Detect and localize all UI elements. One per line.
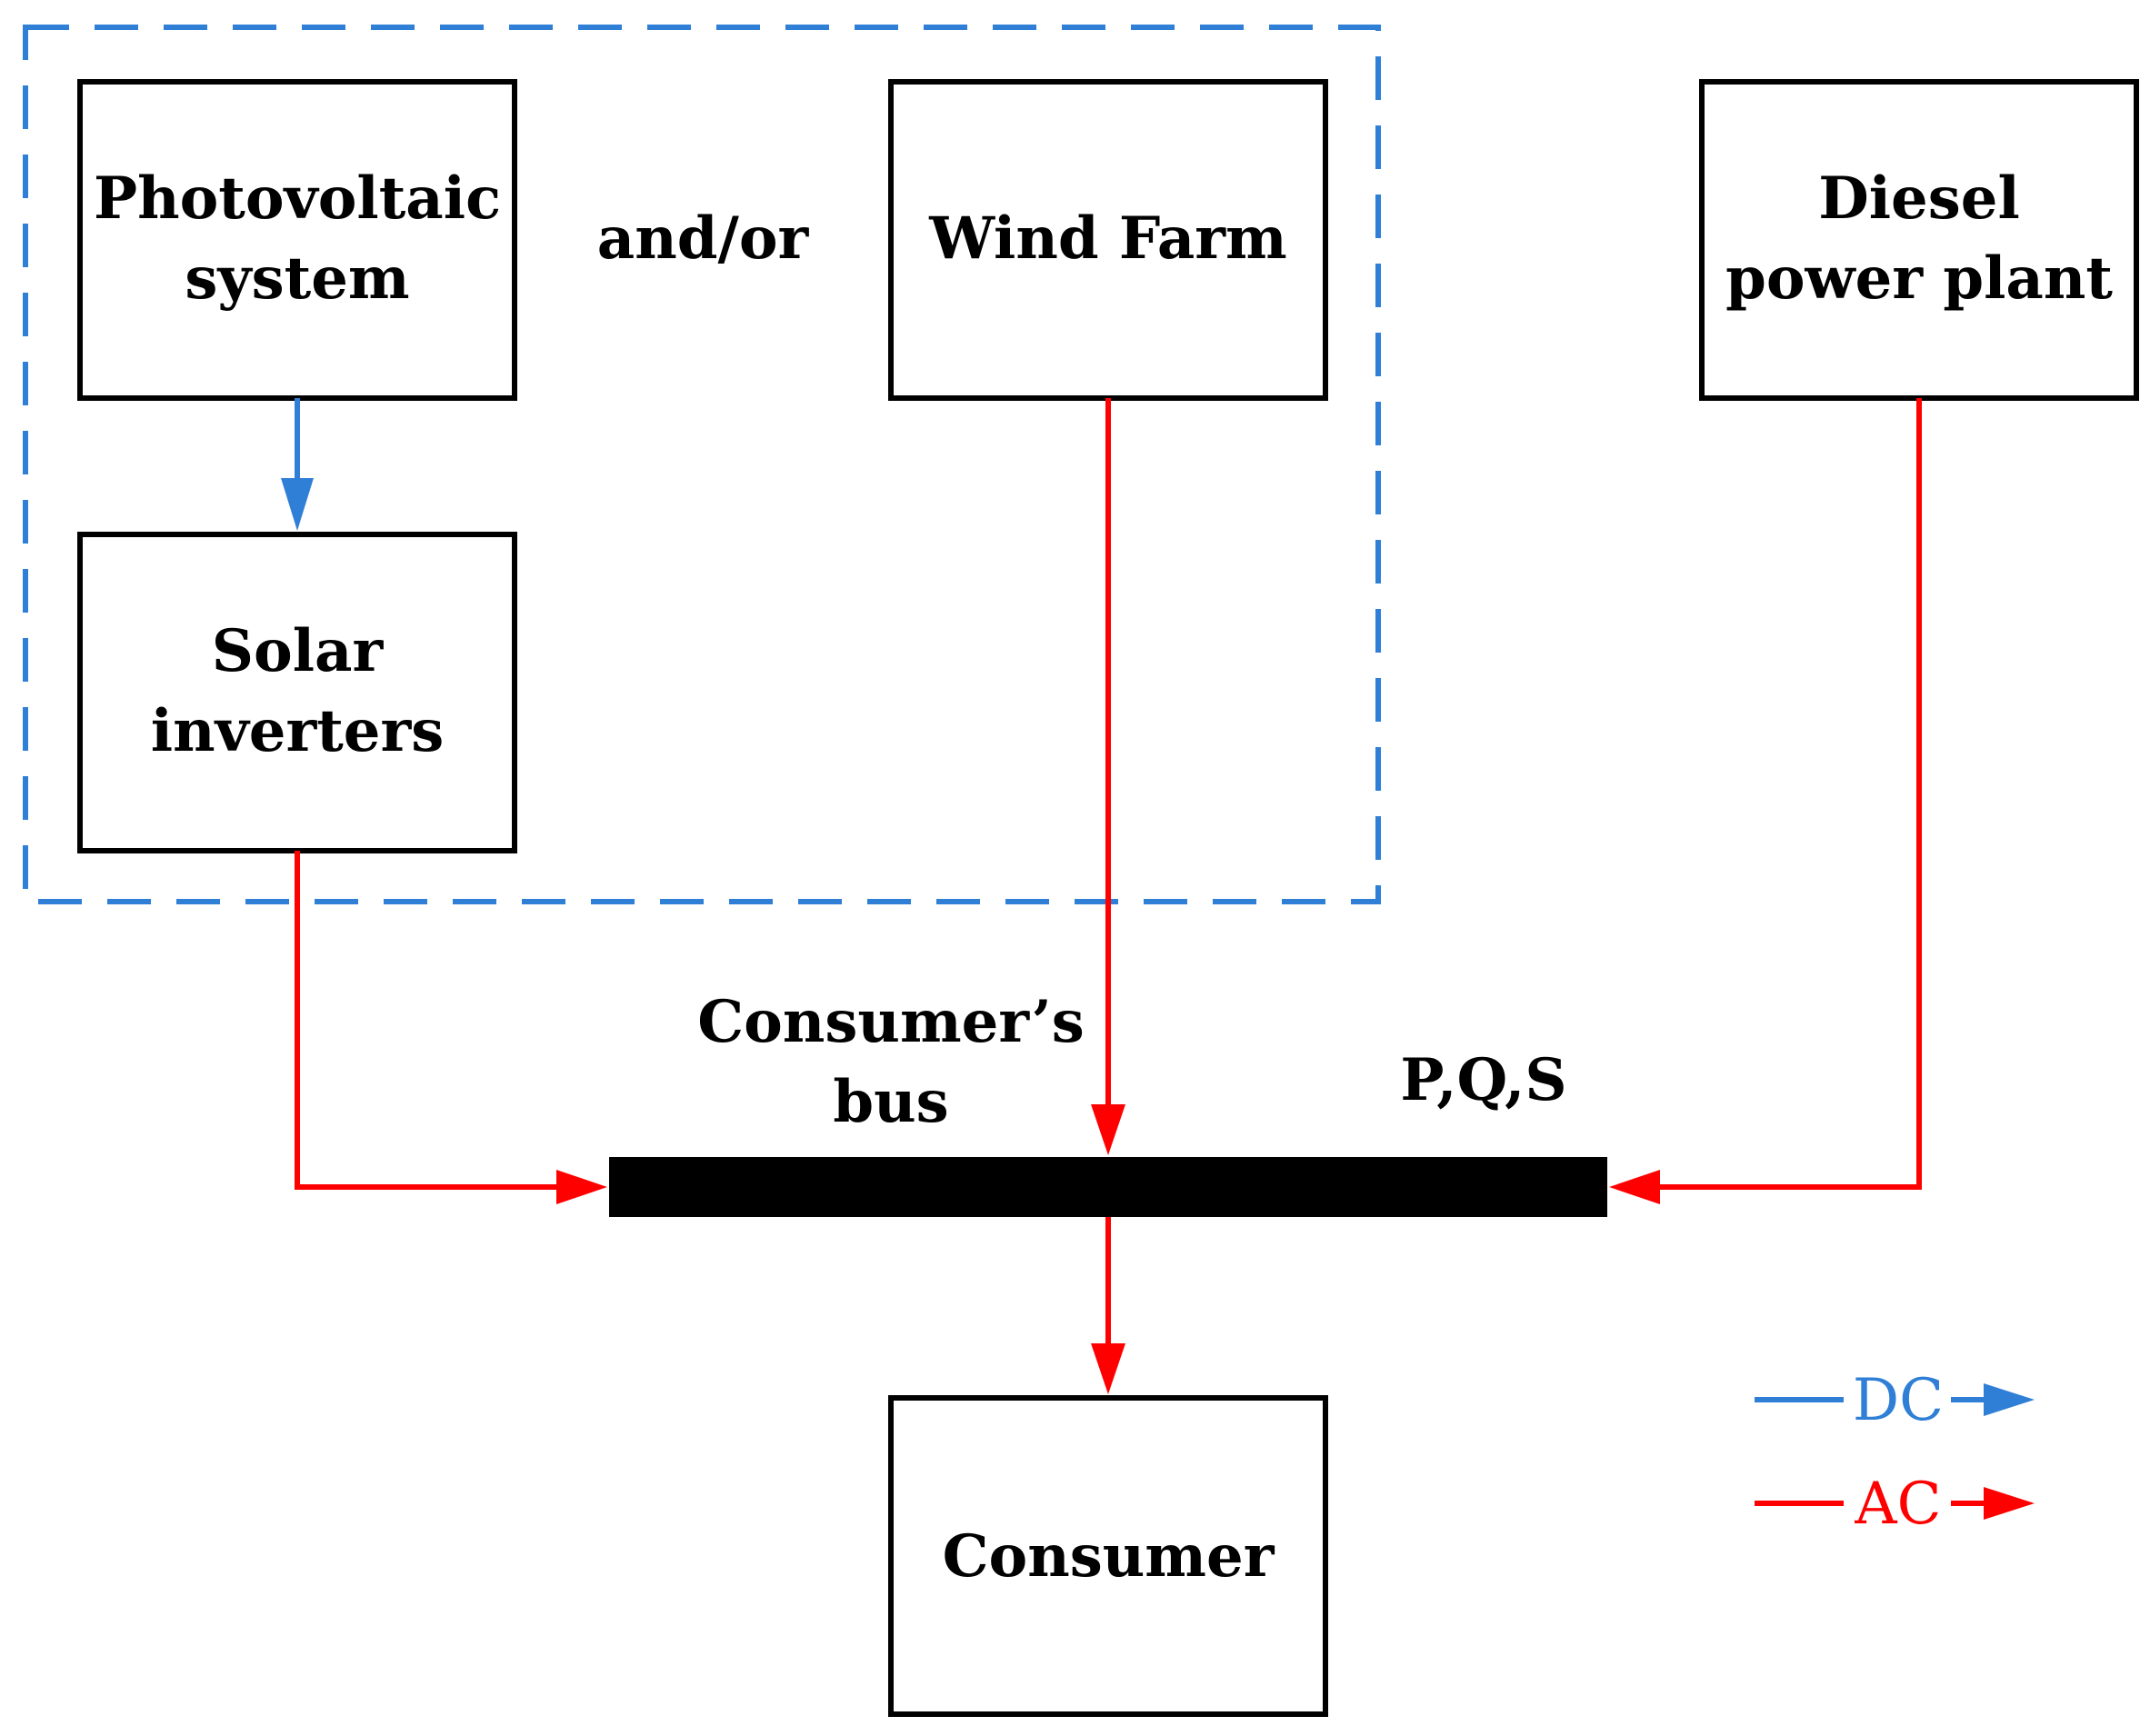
legend-ac-label: AC (1854, 1471, 1941, 1538)
ac-line-inverters-to-bus (295, 851, 568, 1190)
photovoltaic-label-line1: Photovoltaic (94, 165, 501, 233)
diesel-label-line1: Diesel (1818, 165, 2020, 233)
diesel-label-line2: power plant (1725, 244, 2113, 313)
diesel-power-plant-box[interactable] (1699, 79, 2139, 401)
wind-farm-box[interactable] (888, 79, 1328, 401)
consumer-box[interactable] (888, 1395, 1328, 1717)
renewable-group-boundary (23, 25, 1381, 904)
consumer-bus-label-line2: bus (833, 1068, 948, 1136)
consumer-bus-bar[interactable] (609, 1157, 1607, 1217)
photovoltaic-system-box[interactable] (77, 79, 517, 401)
legend-dc-label: DC (1853, 1367, 1944, 1434)
wind-farm-label: Wind Farm (928, 205, 1286, 273)
consumer-label: Consumer (943, 1522, 1275, 1591)
solar-inverters-box[interactable] (77, 532, 517, 853)
ac-arrowhead-consumer (1091, 1343, 1125, 1394)
and-or-label: and/or (597, 205, 810, 273)
consumer-bus-label-line1: Consumer’s (697, 988, 1085, 1056)
solar-inverters-label-line1: Solar (212, 617, 385, 685)
ac-arrowhead-bus-top (1091, 1104, 1125, 1155)
legend-ac-arrowhead (1984, 1487, 2035, 1520)
legend: DC AC (1755, 1367, 2035, 1538)
photovoltaic-label-line2: system (185, 244, 409, 313)
ac-arrowhead-bus-right (1609, 1170, 1660, 1204)
ac-line-diesel-to-bus (1648, 398, 1922, 1190)
solar-inverters-label-line2: inverters (151, 697, 445, 765)
legend-dc-arrowhead (1984, 1383, 2035, 1416)
dc-arrowhead-inverters (281, 478, 314, 531)
ac-arrowhead-bus-left (556, 1170, 607, 1204)
pqs-label: P,Q,S (1400, 1046, 1566, 1114)
